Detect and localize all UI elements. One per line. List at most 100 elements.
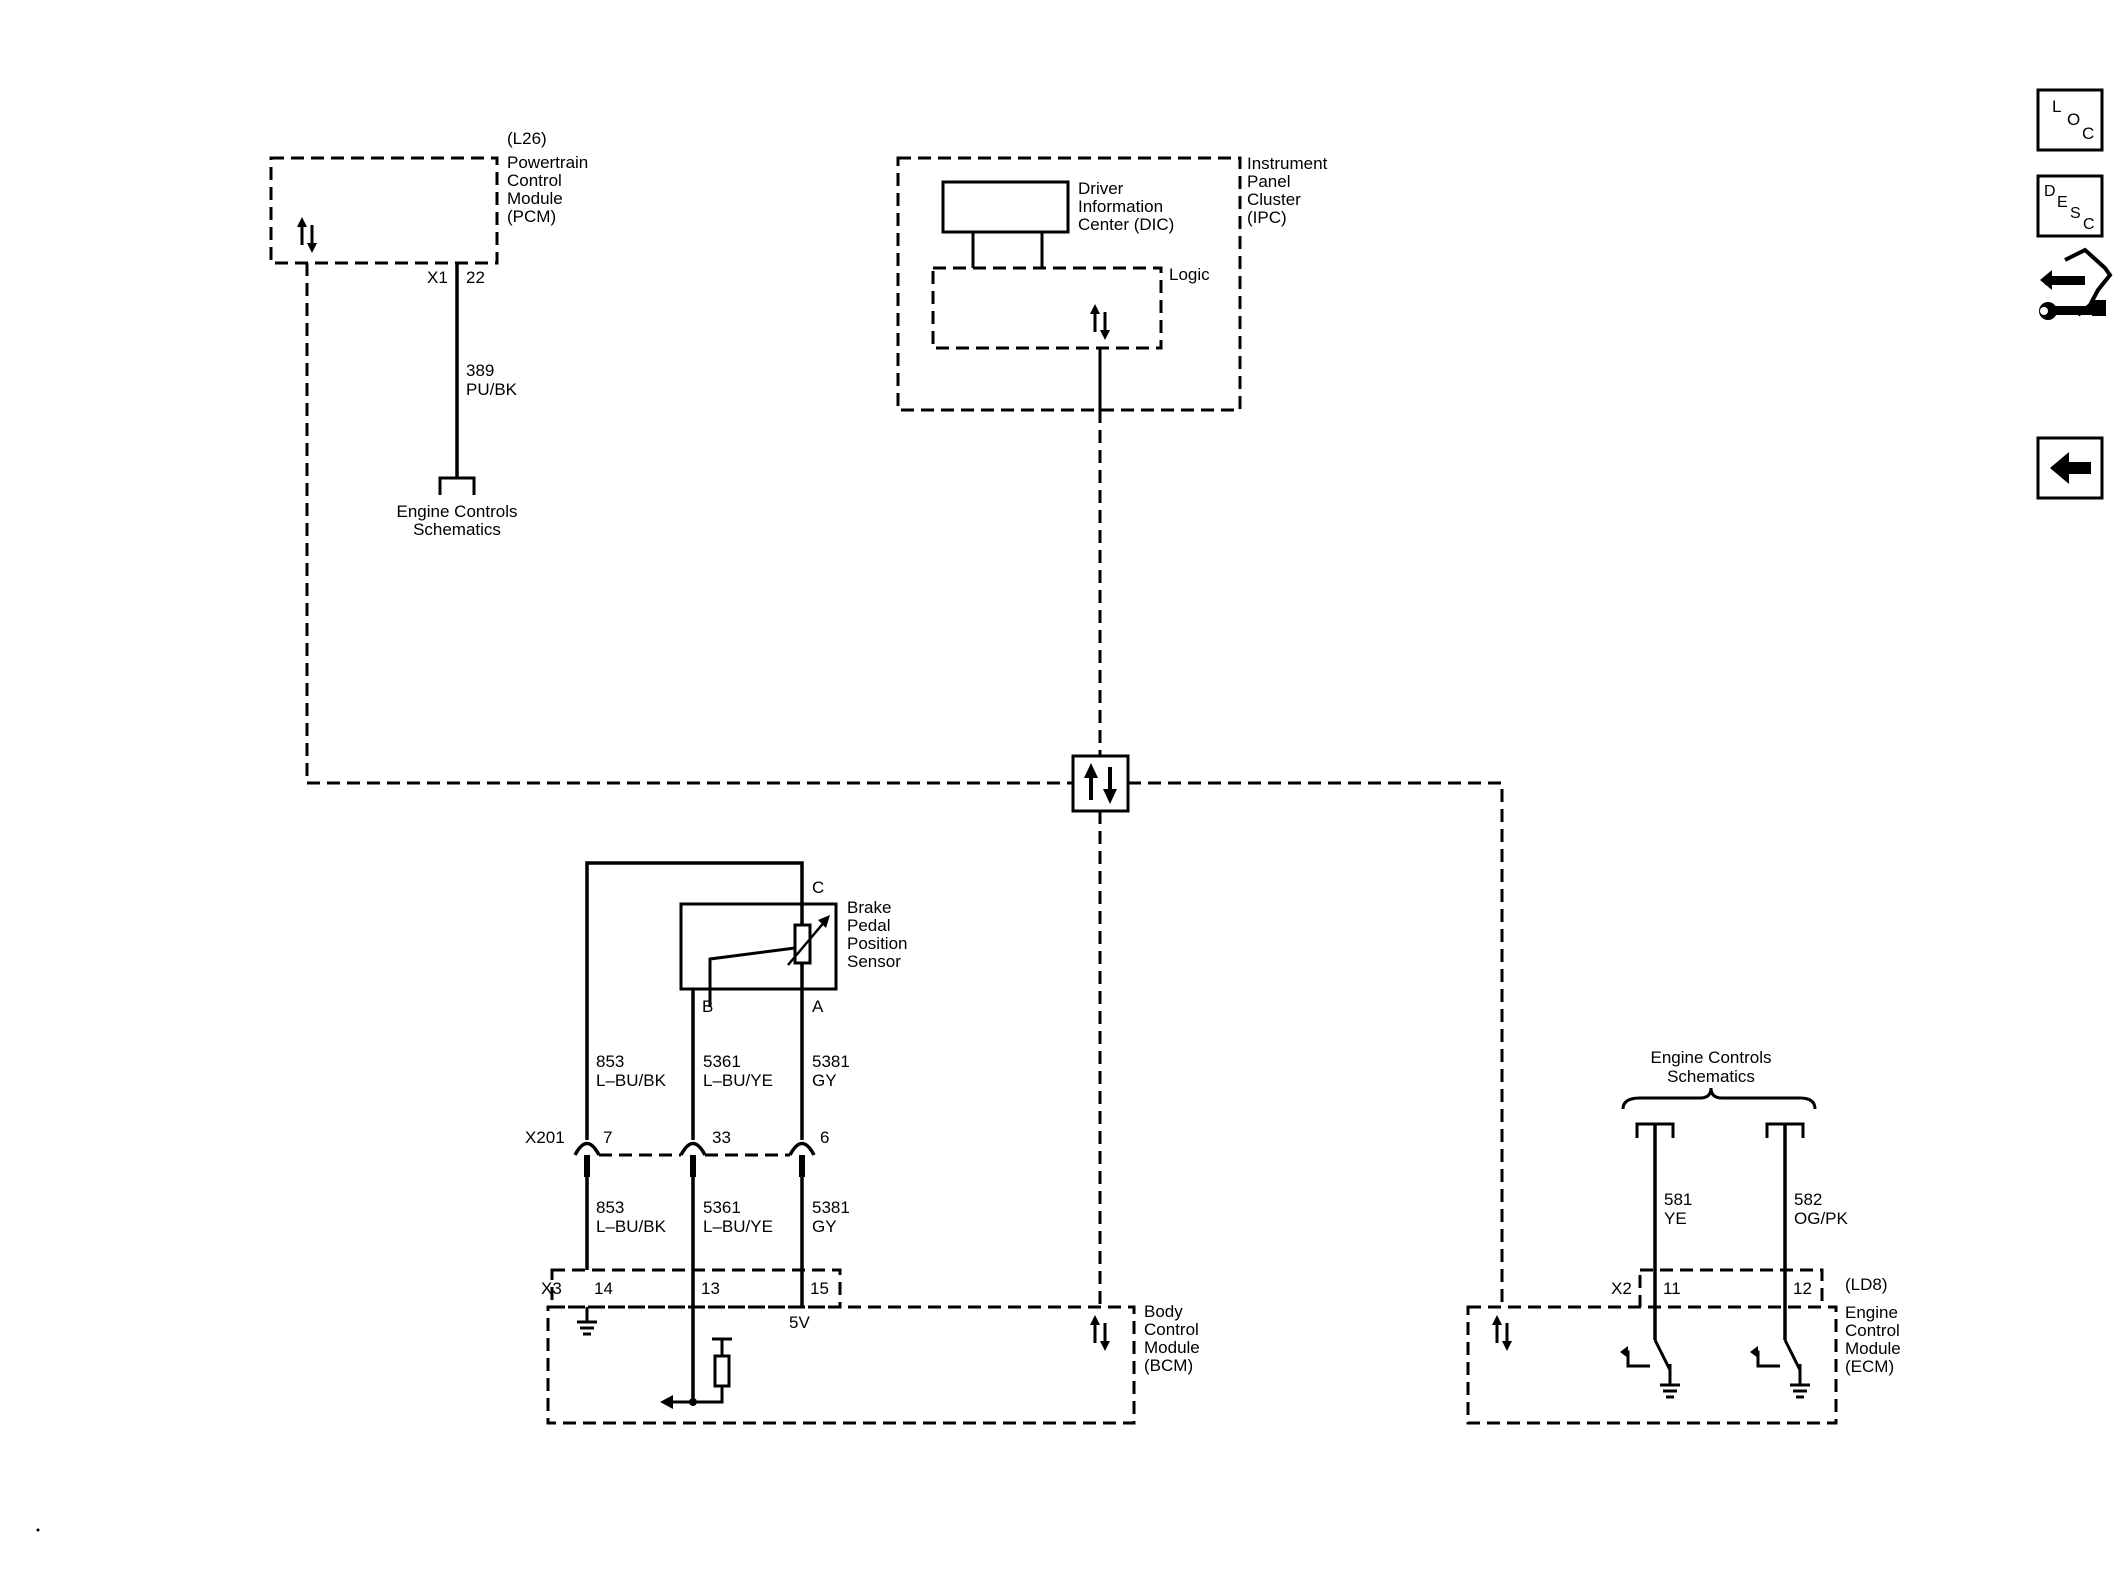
desc-letter-d: D: [2044, 183, 2056, 200]
wire-853-circuit-upper: 853: [596, 1052, 624, 1071]
bcm-connector: X3: [541, 1279, 562, 1298]
ipc-logic-label: Logic: [1169, 265, 1210, 284]
desc-letter-s: S: [2070, 205, 2081, 222]
pcm-connector: X1: [427, 268, 448, 287]
bcm-pin-15: 15: [810, 1279, 829, 1298]
bcm-name-3: Module: [1144, 1338, 1200, 1357]
sensor-name-3: Position: [847, 934, 907, 953]
ecm-module: X2 11 12 (LD8) Engine Control Module (EC…: [1466, 1268, 1901, 1425]
wire-5381-circuit-lower: 5381: [812, 1198, 850, 1217]
ecm-name-4: (ECM): [1845, 1357, 1894, 1376]
dic-box: [941, 180, 1070, 234]
x201-connector: X201 7 33 6: [525, 1128, 829, 1157]
sensor-pin-a: A: [812, 997, 824, 1016]
ecm-pin-11: 11: [1663, 1279, 1681, 1298]
ipc-name-2: Panel: [1247, 172, 1290, 191]
engine-controls-ref-left-icon: [438, 476, 476, 495]
wire-581-color: YE: [1664, 1209, 1687, 1228]
connector-tool-icon: [2039, 247, 2113, 320]
wire-389-circuit: 389: [466, 361, 494, 380]
ecm-name-1: Engine: [1845, 1303, 1898, 1322]
wire-853-circuit-lower: 853: [596, 1198, 624, 1217]
splice-pack: [1071, 754, 1130, 813]
ipc-name-3: Cluster: [1247, 190, 1301, 209]
pcm-module: (L26) Powertrain Control Module (PCM) X1…: [269, 129, 588, 287]
dic-name-1: Driver: [1078, 179, 1124, 198]
sensor-box: [679, 902, 838, 991]
bcm-name-1: Body: [1144, 1302, 1183, 1321]
engine-controls-ref-right-1: Engine Controls: [1651, 1048, 1772, 1067]
sensor-name-4: Sensor: [847, 952, 901, 971]
sensor-name-1: Brake: [847, 898, 891, 917]
x201-pin-7: 7: [603, 1128, 612, 1147]
pcm-data-arrows-icon: [295, 215, 319, 255]
bcm-pin-13: 13: [701, 1279, 720, 1298]
loc-letter-o: O: [2067, 110, 2080, 129]
wire-582-color: OG/PK: [1794, 1209, 1849, 1228]
pcm-code: (L26): [507, 129, 547, 148]
bcm-pin-14: 14: [594, 1279, 613, 1298]
ecm-name-2: Control: [1845, 1321, 1900, 1340]
bcm-module-box: [546, 1305, 1136, 1425]
ecm-module-box: [1466, 1305, 1838, 1425]
ecm-code: (LD8): [1845, 1275, 1888, 1294]
wire-853-color-upper: L–BU/BK: [596, 1071, 667, 1090]
pcm-name-2: Control: [507, 171, 562, 190]
wire-5361-color-lower: L–BU/YE: [703, 1217, 773, 1236]
dic-name-2: Information: [1078, 197, 1163, 216]
ipc-logic-box: [931, 266, 1163, 350]
wire-853-color-lower: L–BU/BK: [596, 1217, 667, 1236]
ipc-module-box: [896, 156, 1242, 412]
engine-controls-ref-left-2: Schematics: [413, 520, 501, 539]
ipc-data-arrows-icon: [1088, 302, 1112, 342]
dic-name-3: Center (DIC): [1078, 215, 1174, 234]
ecm-connector: X2: [1611, 1279, 1632, 1298]
wire-5361-circuit-lower: 5361: [703, 1198, 741, 1217]
sensor-pin-c: C: [812, 878, 824, 897]
splice-pack-arrows-icon: [1084, 763, 1117, 804]
x201-name: X201: [525, 1128, 565, 1147]
engine-controls-ref-right-2: Schematics: [1667, 1067, 1755, 1086]
engine-controls-brace: [1621, 1087, 1817, 1110]
wire-581-circuit: 581: [1664, 1190, 1692, 1209]
input-arrow-icon: [660, 1395, 693, 1409]
low-side-driver-582-icon: [1750, 1339, 1810, 1399]
connector-tool-button[interactable]: [2039, 247, 2113, 320]
serial-data-bus-right: [1128, 781, 1504, 1307]
pcm-name-1: Powertrain: [507, 153, 588, 172]
bcm-data-arrows-icon: [1088, 1313, 1112, 1353]
loc-button[interactable]: L O C: [2036, 88, 2104, 152]
wire-5381-color-upper: GY: [812, 1071, 837, 1090]
low-side-driver-581-icon: [1620, 1339, 1680, 1399]
brake-pedal-position-sensor: Brake Pedal Position Sensor C B A: [679, 878, 907, 1016]
desc-letter-e: E: [2057, 194, 2068, 211]
desc-button[interactable]: D E S C: [2036, 174, 2104, 238]
bcm-name-4: (BCM): [1144, 1356, 1193, 1375]
back-arrow-icon: [2050, 452, 2091, 484]
wire-5361-color-upper: L–BU/YE: [703, 1071, 773, 1090]
desc-letter-c: C: [2083, 216, 2095, 233]
wire-853-upper: [585, 861, 804, 1140]
x201-pin-33: 33: [712, 1128, 731, 1147]
ipc-name-1: Instrument: [1247, 154, 1328, 173]
sensor-pin-b: B: [702, 997, 713, 1016]
x201-pin-6: 6: [820, 1128, 829, 1147]
sensor-name-2: Pedal: [847, 916, 890, 935]
engine-controls-ref-left-1: Engine Controls: [397, 502, 518, 521]
pcm-name-3: Module: [507, 189, 563, 208]
serial-data-bus-left: [305, 263, 1073, 785]
ecm-name-3: Module: [1845, 1339, 1901, 1358]
ipc-module: Instrument Panel Cluster (IPC) Driver In…: [896, 154, 1328, 412]
bcm-name-2: Control: [1144, 1320, 1199, 1339]
wire-582-circuit: 582: [1794, 1190, 1822, 1209]
loc-letter-l: L: [2052, 97, 2061, 116]
pcm-pin: 22: [466, 268, 485, 287]
pcm-module-box: [269, 156, 499, 265]
pullup-resistor-icon: [689, 1337, 732, 1406]
wire-389-color: PU/BK: [466, 380, 518, 399]
back-button[interactable]: [2036, 436, 2104, 500]
ipc-name-4: (IPC): [1247, 208, 1287, 227]
ecm-pin-12: 12: [1793, 1279, 1812, 1298]
ground-icon: [577, 1307, 597, 1336]
